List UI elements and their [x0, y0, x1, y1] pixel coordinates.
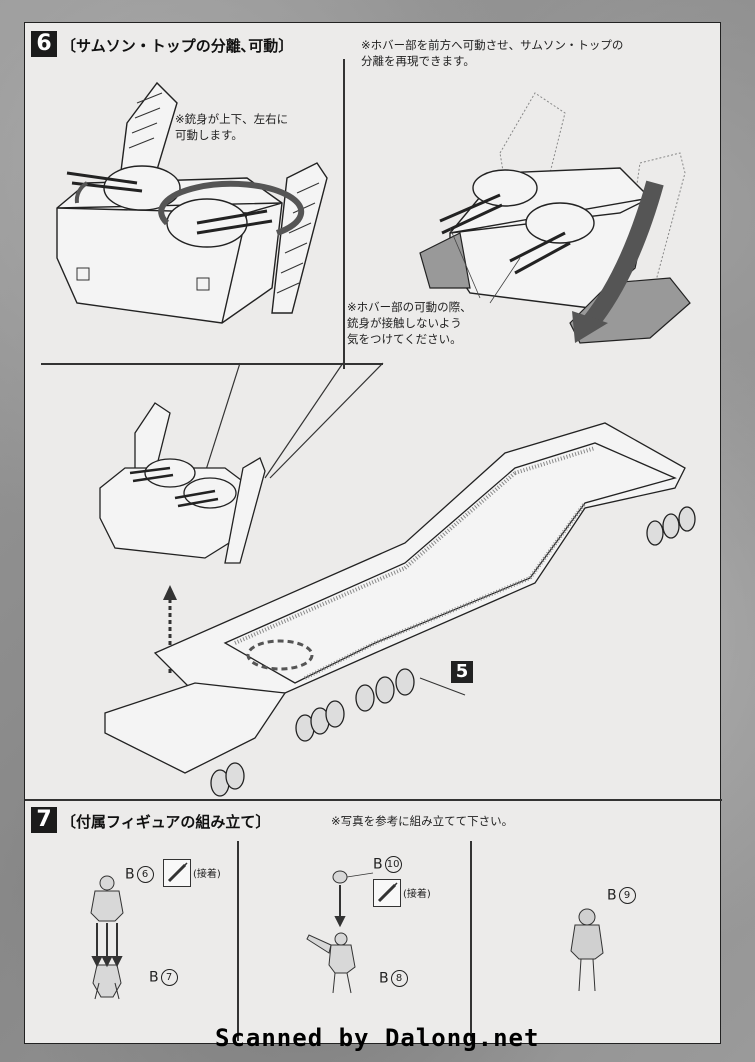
step-7-number: 7: [31, 807, 57, 833]
part-number: 6: [136, 866, 154, 883]
step-7-note: ※写真を参考に組み立てて下さい。: [331, 814, 514, 828]
part-letter: B: [379, 970, 389, 987]
part-number: 9: [618, 887, 636, 904]
down-arrow-icon: [334, 885, 346, 928]
part-letter: B: [607, 887, 617, 904]
curved-arrow-icon: [572, 180, 664, 343]
curved-arrow-icon: [74, 180, 305, 236]
figure-2-glue-note: (接着): [403, 889, 431, 900]
down-arrow-icon: [91, 923, 123, 968]
scan-watermark: Scanned by Dalong.net: [215, 1024, 540, 1052]
part-letter: B: [125, 866, 135, 883]
instruction-page: 6 〔サムソン・トップの分離､可動〕 ※ホバー部を前方へ可動させ、サムソン・トッ…: [24, 22, 722, 1044]
part-letter: B: [373, 856, 383, 873]
trailer-step-badge: 5: [451, 661, 473, 683]
figure-2-diagram: [306, 870, 374, 994]
figure-divider-1: [237, 841, 239, 1041]
step-6-note-caution: ※ホバー部の可動の際、 銃身が接触しないよう 気をつけてください。: [347, 300, 472, 346]
glue-tube-icon: [373, 879, 401, 907]
hover-forward-diagram: [419, 92, 691, 344]
figure-divider-2: [470, 841, 472, 1041]
turret-rotation-diagram: [56, 81, 328, 324]
figure-1-glue-note: (接着): [193, 869, 221, 880]
figure-1-diagram: [90, 875, 124, 1000]
panel-bottom-rule-right: [343, 363, 383, 365]
panel-divider: [343, 59, 345, 369]
step-6-note-top: ※ホバー部を前方へ可動させ、サムソン・トップの 分離を再現できます。: [361, 38, 624, 68]
part-number: 10: [384, 856, 402, 873]
up-arrow-icon: [163, 585, 177, 673]
callout-lines: [204, 362, 384, 479]
panel-bottom-rule: [41, 363, 343, 365]
step-6-title: 〔サムソン・トップの分離､可動〕: [61, 37, 294, 55]
glue-tube-icon: [163, 859, 191, 887]
figure-3-diagram: [570, 908, 604, 992]
part-number: 7: [160, 969, 178, 986]
step-7-top-rule: [25, 799, 722, 801]
step-6-number: 6: [31, 31, 57, 57]
step-6-note-guns: ※銃身が上下、左右に 可動します。: [175, 112, 289, 142]
step-7-title: 〔付属フィギュアの組み立て〕: [61, 813, 271, 831]
trailer-assembly-diagram: [99, 402, 696, 797]
part-number: 8: [390, 970, 408, 987]
part-letter: B: [149, 969, 159, 986]
